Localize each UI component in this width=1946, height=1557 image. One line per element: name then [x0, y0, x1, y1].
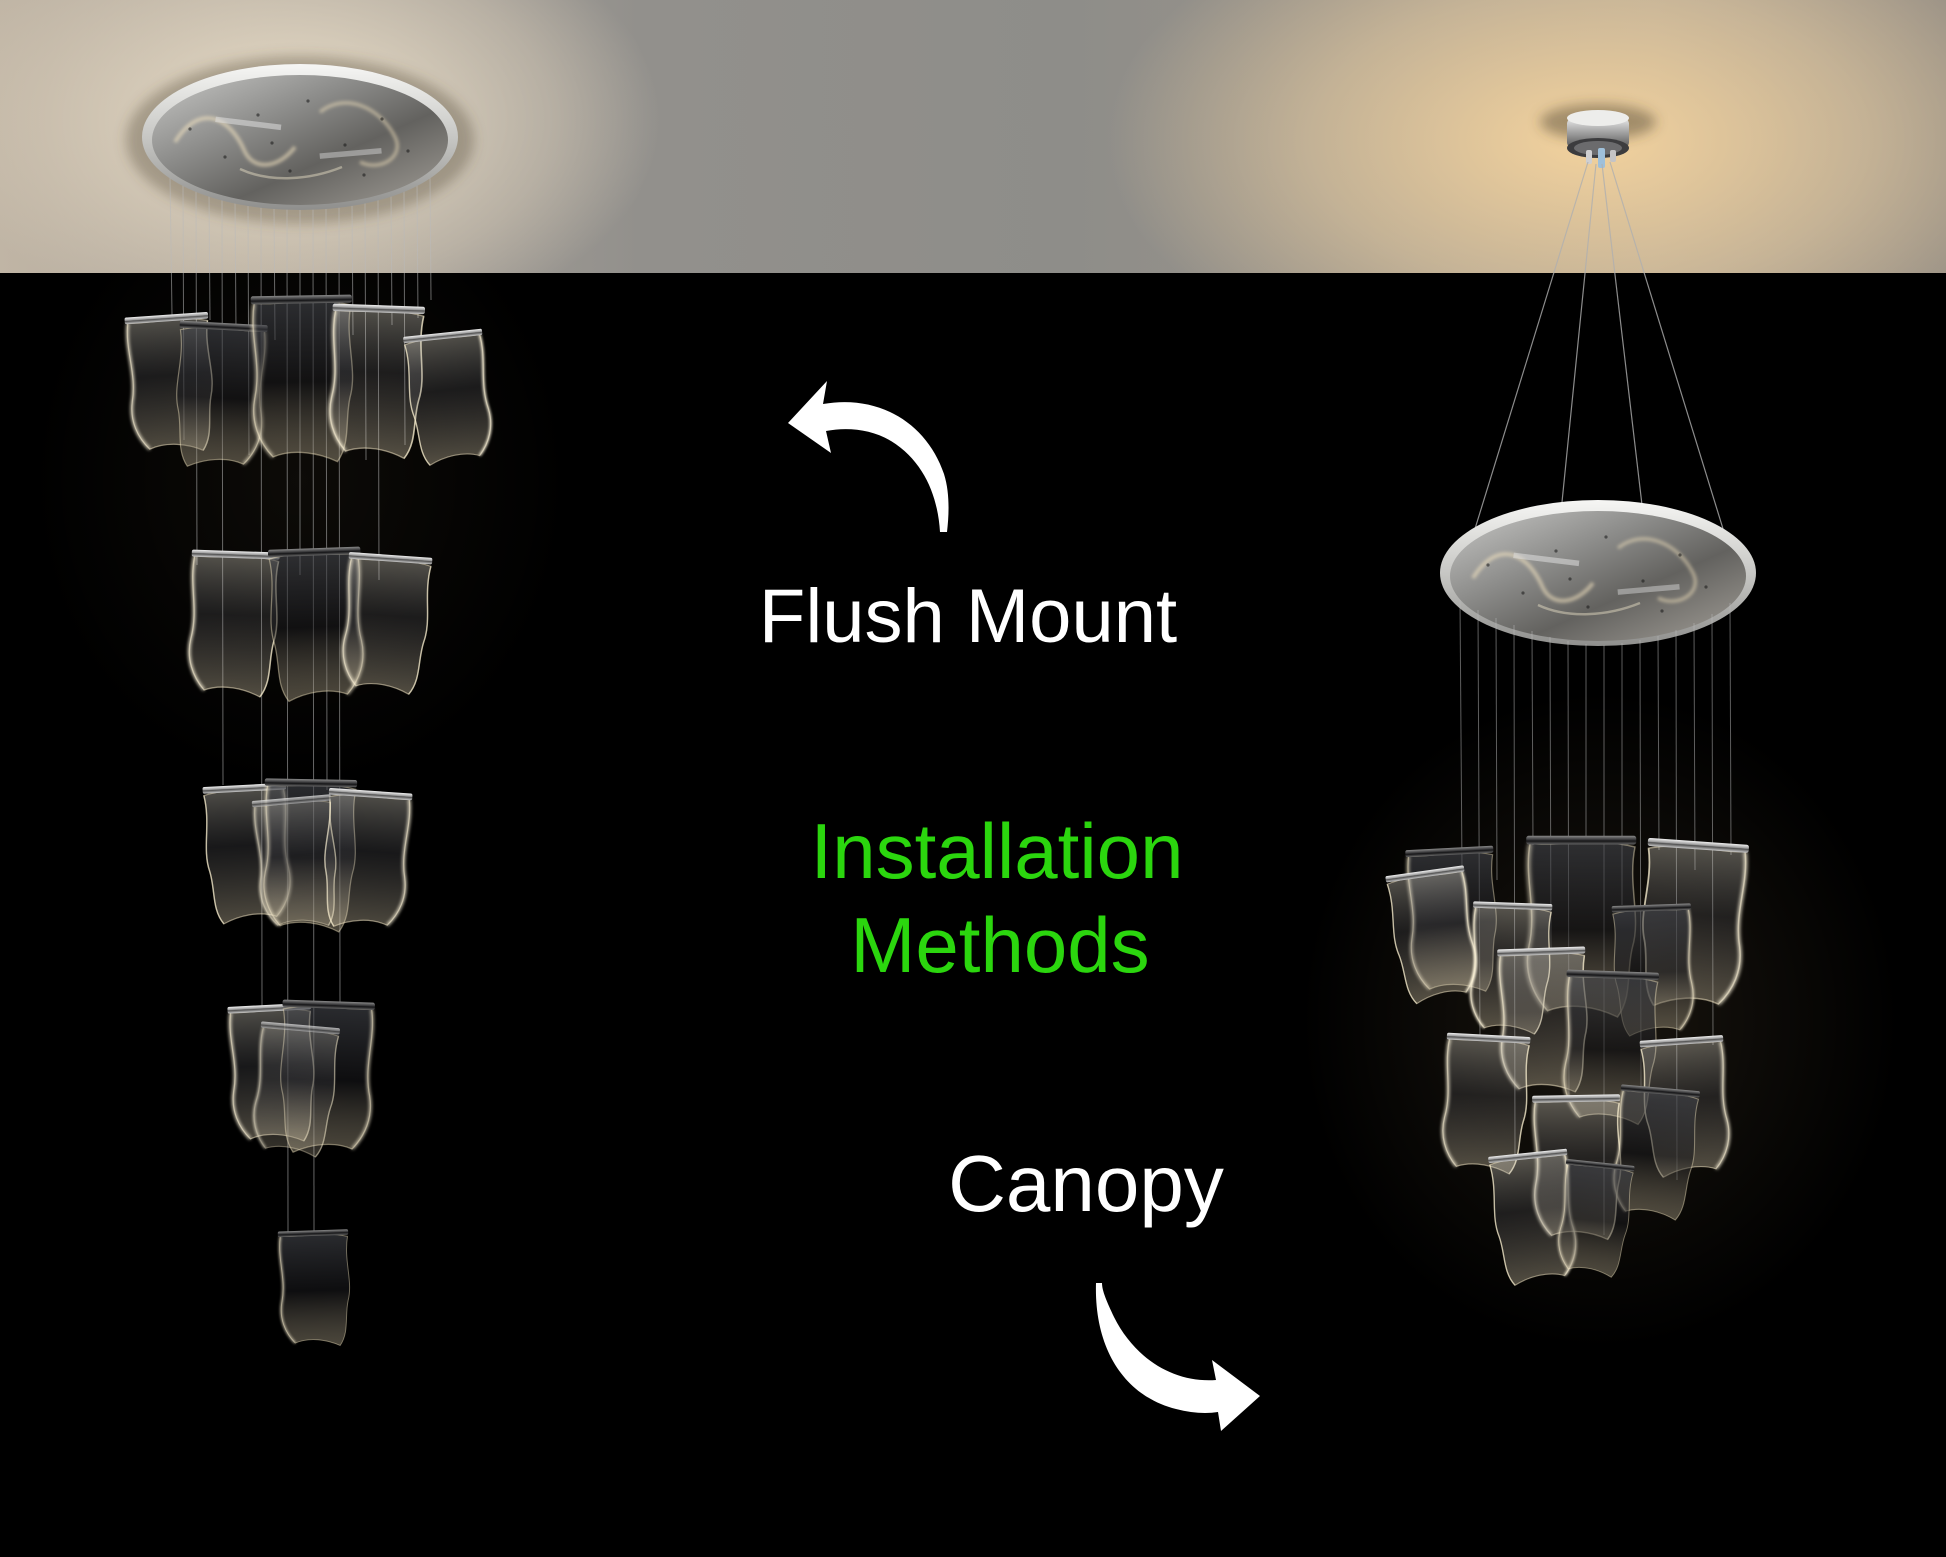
flush-mount-chandelier-image	[30, 56, 570, 1348]
installation-methods-title-line1: Installation	[810, 807, 1184, 895]
glass-panel	[1440, 1033, 1531, 1175]
canopy-mount	[1567, 110, 1629, 168]
fan-cables	[1469, 161, 1729, 546]
flush-mount-ceiling-plate	[142, 64, 458, 210]
glass-panel	[187, 549, 280, 697]
curved-arrow-up-left-icon	[788, 381, 949, 532]
flush-mount-label: Flush Mount	[758, 574, 1178, 659]
glass-panel	[339, 552, 432, 695]
installation-methods-title-line2: Methods	[850, 901, 1150, 989]
canopy-chandelier-image	[1300, 104, 1900, 1350]
glass-panel	[252, 794, 342, 931]
curved-arrow-down-right-icon	[1095, 1283, 1260, 1431]
canopy-label: Canopy	[948, 1139, 1224, 1228]
glass-panel	[278, 1229, 352, 1347]
canopy-disc	[1440, 500, 1756, 646]
